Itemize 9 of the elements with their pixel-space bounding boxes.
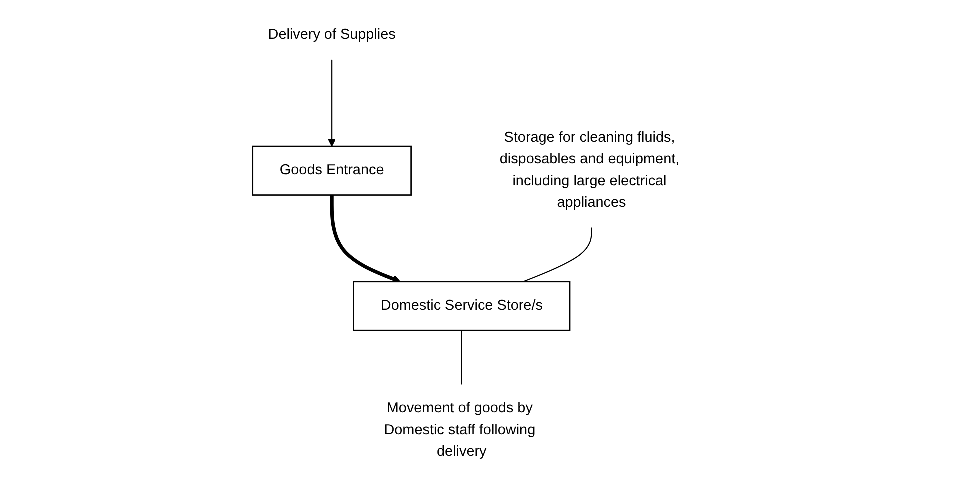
arrow — [330, 194, 402, 282]
node-text: Delivery of Supplies — [268, 26, 396, 42]
arrow — [328, 59, 336, 146]
connector — [524, 227, 593, 282]
node-text: Storage for cleaning fluids, disposables and equipment, including large electrical appliances — [500, 130, 680, 210]
connector — [462, 330, 463, 384]
node-text: Movement of goods by Domestic staff following delivery — [384, 400, 536, 460]
node-box: Domestic Service Store/s — [354, 280, 572, 331]
node-box: Goods Entrance — [252, 145, 412, 196]
